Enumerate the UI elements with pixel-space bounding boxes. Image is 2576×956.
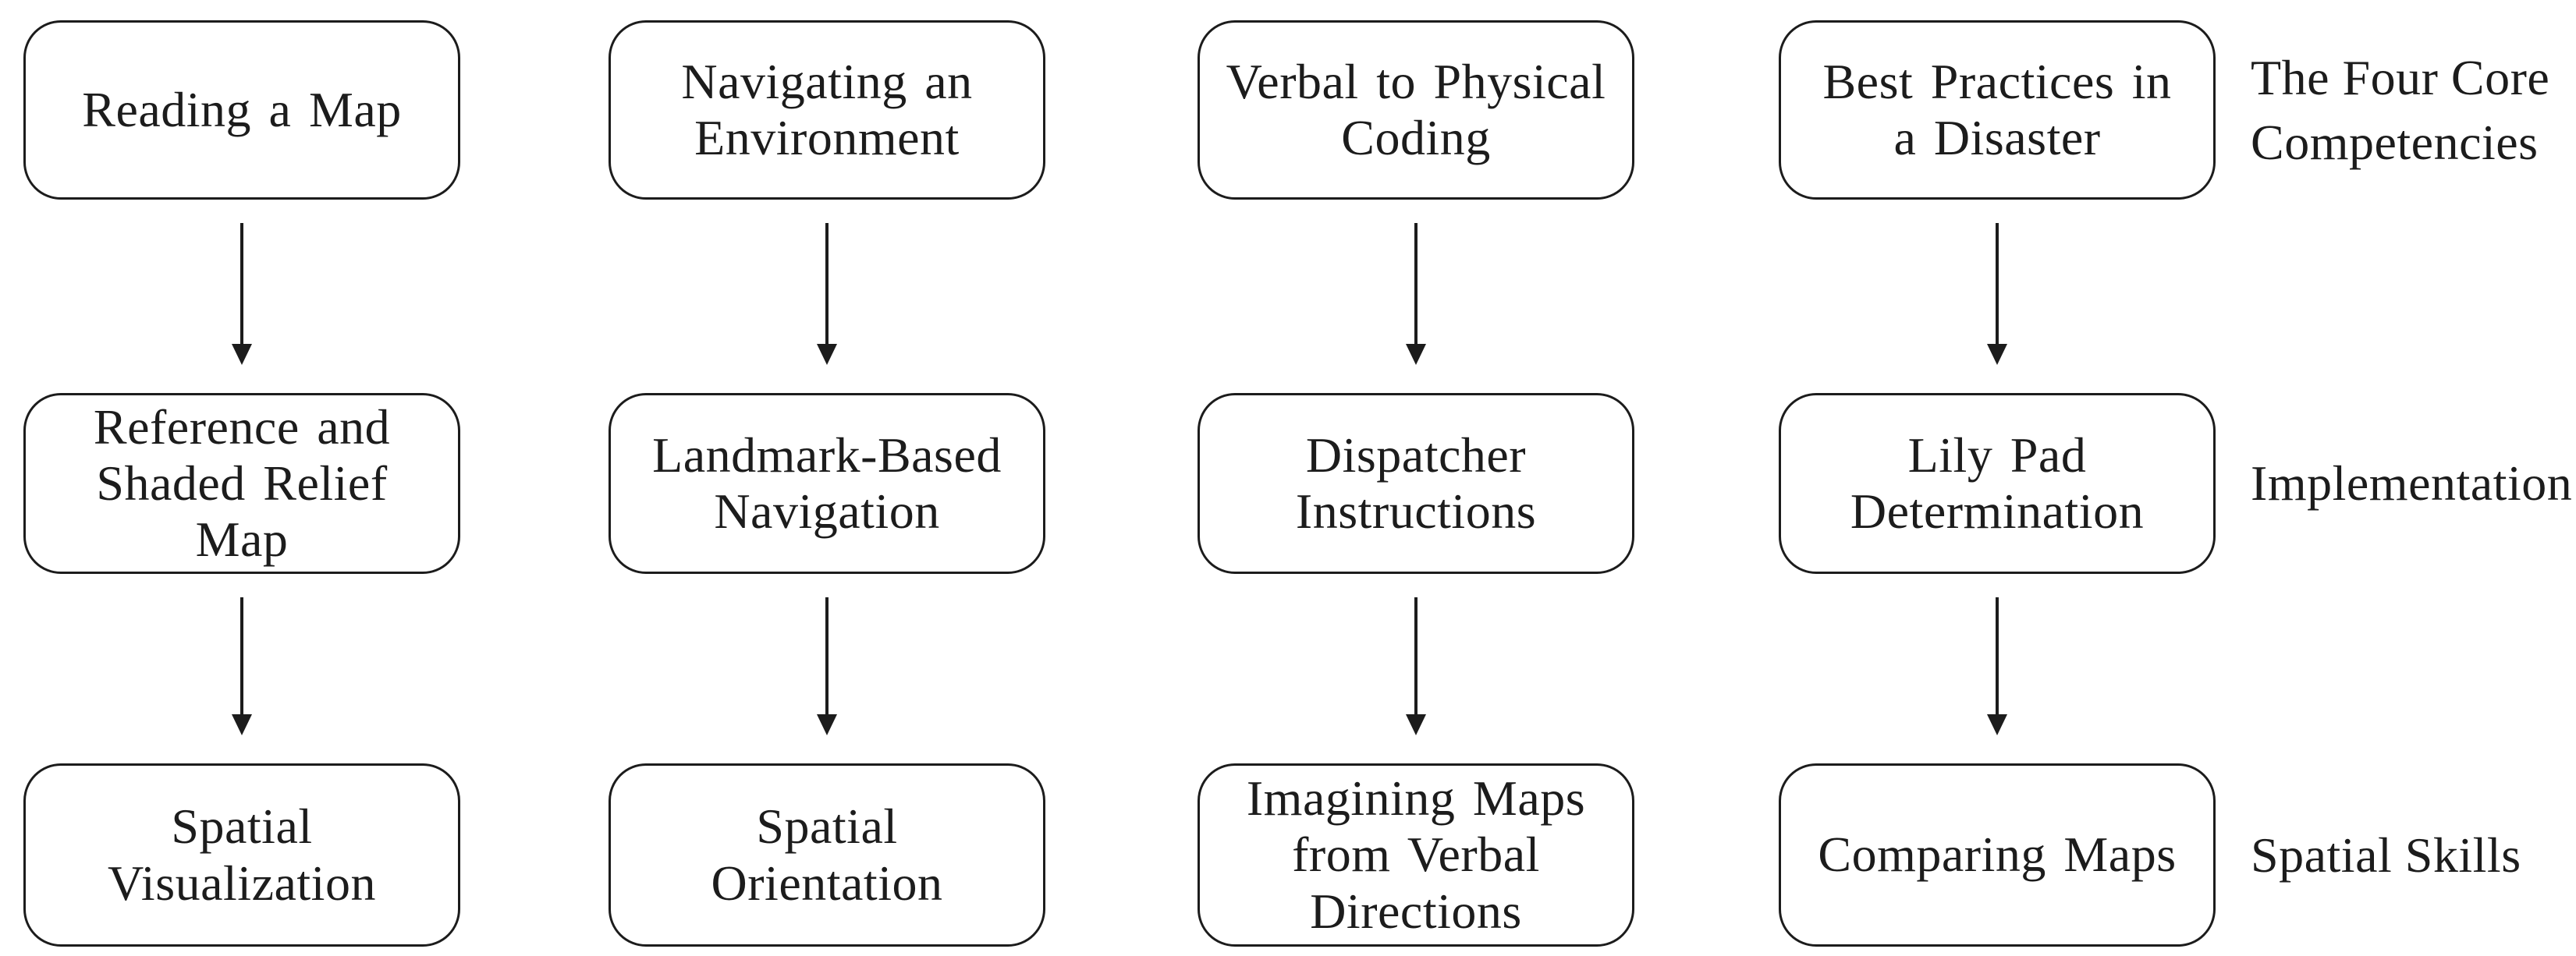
box-label: Landmark-Based Navigation xyxy=(652,427,1002,539)
down-arrow xyxy=(23,200,460,393)
down-arrow xyxy=(1198,574,1634,763)
box-reading-a-map: Reading a Map xyxy=(23,20,460,200)
box-label: Best Practices in a Disaster xyxy=(1822,53,2172,165)
box-label: Reference and Shaded Relief Map xyxy=(93,398,391,568)
arrow-head-icon xyxy=(817,344,837,365)
box-label: Navigating an Environment xyxy=(681,53,973,165)
arrow-shaft xyxy=(825,223,829,345)
box-label: Spatial Visualization xyxy=(108,798,376,911)
arrow-shaft xyxy=(1996,223,1999,345)
box-reference-and-shaded-relief-map: Reference and Shaded Relief Map xyxy=(23,393,460,574)
arrow-head-icon xyxy=(1987,344,2007,365)
box-label: Reading a Map xyxy=(82,81,402,137)
arrow-shaft xyxy=(825,597,829,715)
box-label: Comparing Maps xyxy=(1818,827,2177,883)
box-label: Spatial Orientation xyxy=(711,798,943,911)
arrow-head-icon xyxy=(1987,714,2007,735)
box-best-practices-in-a-disaster: Best Practices in a Disaster xyxy=(1779,20,2216,200)
arrow-shaft xyxy=(1414,223,1418,345)
box-landmark-based-navigation: Landmark-Based Navigation xyxy=(609,393,1045,574)
box-label: Imagining Maps from Verbal Directions xyxy=(1246,770,1586,939)
box-comparing-maps: Comparing Maps xyxy=(1779,763,2216,947)
down-arrow xyxy=(609,574,1045,763)
arrow-head-icon xyxy=(232,344,252,365)
down-arrow xyxy=(1198,200,1634,393)
box-label: Dispatcher Instructions xyxy=(1295,427,1537,539)
box-label: Verbal to Physical Coding xyxy=(1226,53,1606,165)
arrow-head-icon xyxy=(1406,344,1426,365)
box-spatial-orientation: Spatial Orientation xyxy=(609,763,1045,947)
row-label-spatial-skills: Spatial Skills xyxy=(2251,827,2521,883)
row-label-implementation: Implementation xyxy=(2251,455,2573,512)
arrow-shaft xyxy=(240,597,243,715)
box-lily-pad-determination: Lily Pad Determination xyxy=(1779,393,2216,574)
box-label: Lily Pad Determination xyxy=(1850,427,2145,539)
arrow-shaft xyxy=(1996,597,1999,715)
box-dispatcher-instructions: Dispatcher Instructions xyxy=(1198,393,1634,574)
box-navigating-an-environment: Navigating an Environment xyxy=(609,20,1045,200)
arrow-head-icon xyxy=(232,714,252,735)
arrow-head-icon xyxy=(817,714,837,735)
down-arrow xyxy=(609,200,1045,393)
row-label-four-core-competencies: The Four Core Competencies xyxy=(2251,49,2550,170)
down-arrow xyxy=(1779,200,2216,393)
box-spatial-visualization: Spatial Visualization xyxy=(23,763,460,947)
down-arrow xyxy=(1779,574,2216,763)
arrow-head-icon xyxy=(1406,714,1426,735)
arrow-shaft xyxy=(240,223,243,345)
down-arrow xyxy=(23,574,460,763)
box-verbal-to-physical-coding: Verbal to Physical Coding xyxy=(1198,20,1634,200)
box-imagining-maps-from-verbal-directions: Imagining Maps from Verbal Directions xyxy=(1198,763,1634,947)
arrow-shaft xyxy=(1414,597,1418,715)
